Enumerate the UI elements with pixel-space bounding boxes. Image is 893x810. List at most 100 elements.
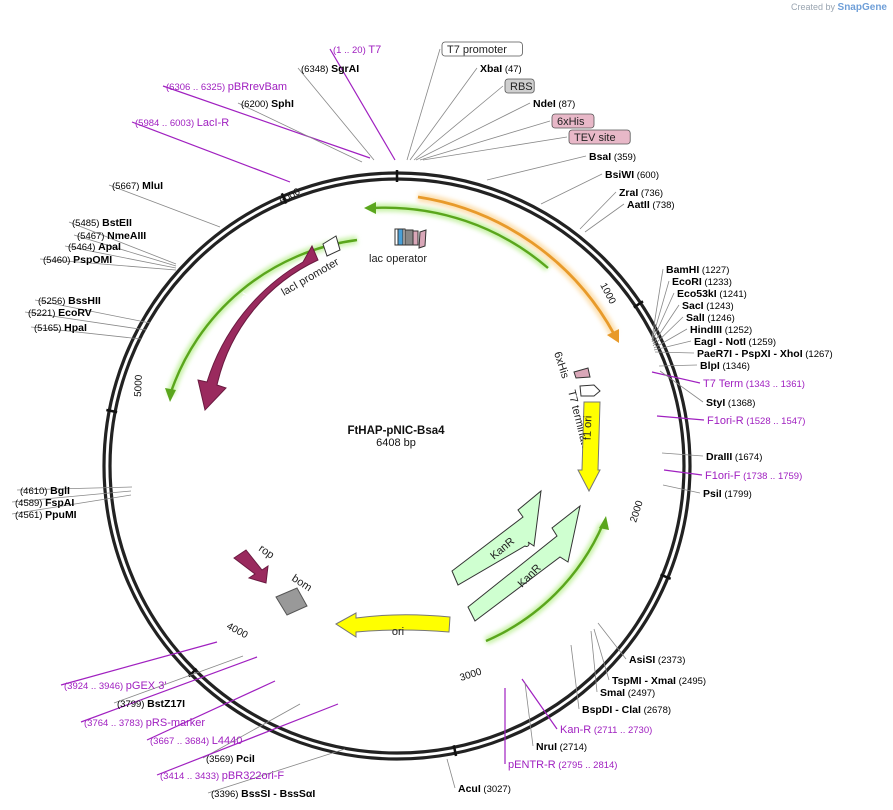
leader-line — [202, 703, 301, 759]
leader-line — [415, 102, 531, 161]
leader-line — [34, 299, 151, 324]
rop-feature — [233, 549, 269, 584]
enzyme-label: EagI - NotI (1259) — [694, 336, 776, 348]
enzyme-label: ZraI (736) — [619, 187, 663, 199]
enzyme-label: (5467) NmeAIII — [77, 230, 146, 242]
kanr-feature-2 — [467, 504, 581, 622]
leader-line — [659, 370, 704, 403]
primer-label: (3764 .. 3783) pRS-marker — [84, 717, 205, 729]
enzyme-label: AsiSI (2373) — [629, 654, 685, 666]
tick-label: 2000 — [628, 499, 645, 524]
enzyme-label: AcuI (3027) — [458, 783, 511, 795]
leader-line — [521, 678, 558, 730]
rop-label: rop — [256, 543, 276, 562]
enzyme-label: XbaI (47) — [480, 63, 522, 75]
feature-box — [441, 41, 523, 57]
enzyme-label: (5221) EcoRV — [28, 307, 92, 319]
primer-label: (3924 .. 3946) pGEX 3' — [64, 680, 166, 692]
enzyme-label: SmaI (2497) — [600, 687, 655, 699]
t7-promoter-feature — [397, 228, 404, 246]
leader-line — [329, 48, 396, 161]
leader-line — [11, 494, 132, 515]
enzyme-label: NdeI (87) — [533, 98, 575, 110]
plasmid-size: 6408 bp — [376, 437, 416, 449]
primer-label: F1ori-R (1528 .. 1547) — [707, 415, 805, 427]
green-arc-lacI — [165, 236, 358, 402]
leader-line — [662, 484, 701, 494]
tick-label: 3000 — [459, 666, 484, 683]
enzyme-label: (3569) PciI — [206, 753, 255, 765]
bom-feature — [275, 587, 308, 616]
rbs-feature — [404, 229, 414, 246]
enzyme-label: (4610) BglI — [20, 485, 70, 497]
credit-prefix: Created by — [790, 2, 836, 12]
enzyme-label: HindIII (1252) — [690, 324, 752, 336]
tev-feature — [418, 229, 427, 249]
orange-arc-orf — [417, 192, 619, 343]
primer-label: (3667 .. 3684) L4440 — [150, 735, 242, 747]
leader-line — [663, 469, 703, 476]
leader-line — [237, 102, 363, 163]
leader-line — [597, 622, 627, 660]
enzyme-label: (5460) PspOMI — [43, 254, 112, 266]
snapgene-credit: Created by SnapGene — [791, 2, 887, 13]
leader-line — [413, 85, 504, 161]
enzyme-label: (4561) PpuMI — [15, 509, 77, 521]
leader-line — [113, 655, 244, 704]
enzyme-label: StyI (1368) — [706, 397, 755, 409]
enzyme-label: DraIII (1674) — [706, 451, 762, 463]
enzyme-label: SacI (1243) — [682, 300, 734, 312]
enzyme-label: AatII (738) — [627, 199, 675, 211]
snapgene-brand: SnapGene — [837, 2, 887, 13]
leader-layer — [11, 48, 705, 794]
t7-terminator-feature — [579, 384, 601, 397]
feature-box-label: 6xHis — [557, 116, 585, 128]
primer-label: Kan-R (2711 .. 2730) — [560, 724, 652, 736]
leader-line — [419, 120, 551, 161]
tick-mark — [660, 573, 672, 580]
lacI-feature — [197, 244, 319, 412]
leader-line — [162, 85, 371, 159]
leader-line — [422, 136, 568, 161]
enzyme-label: TspMI - XmaI (2495) — [612, 675, 706, 687]
leader-line — [68, 221, 177, 265]
leader-line — [652, 316, 684, 347]
enzyme-label: PaeR7I - PspXI - XhoI (1267) — [697, 348, 833, 360]
enzyme-label: BamHI (1227) — [666, 264, 729, 276]
tick-mark — [633, 300, 644, 309]
leader-line — [146, 680, 276, 741]
leader-line — [60, 641, 218, 686]
leader-line — [297, 67, 375, 161]
enzyme-label: (5485) BstEII — [72, 217, 132, 229]
leader-line — [651, 268, 664, 339]
feature-box-label: T7 promoter — [447, 44, 507, 56]
leader-line — [540, 173, 603, 205]
leader-line — [651, 371, 701, 384]
enzyme-label: EcoRI (1233) — [672, 276, 732, 288]
leader-line — [16, 486, 133, 491]
leader-line — [653, 328, 688, 349]
his-tag-c-label: 6xHis — [551, 350, 571, 380]
enzyme-label: (5667) MluI — [112, 180, 163, 192]
feature-box-label: RBS — [510, 81, 533, 93]
leader-line — [73, 234, 177, 267]
feature-box — [568, 129, 631, 145]
primer-label: T7 Term (1343 .. 1361) — [703, 378, 805, 390]
leader-line — [651, 292, 675, 343]
f1-ori-feature — [577, 401, 601, 493]
ori-label: ori — [392, 626, 404, 638]
leader-line — [24, 311, 147, 331]
enzyme-label: (5165) HpaI — [34, 322, 87, 334]
primer-label: (6306 .. 6325) pBRrevBam — [166, 81, 287, 93]
green-arc-top — [364, 202, 551, 272]
feature-box — [504, 78, 535, 94]
leader-line — [30, 326, 142, 340]
primer-label: (5984 .. 6003) LacI-R — [135, 117, 229, 129]
enzyme-label: SalI (1246) — [686, 312, 735, 324]
leader-line — [654, 351, 695, 354]
tick-label: 4000 — [225, 621, 250, 641]
leader-line — [108, 184, 221, 228]
leader-line — [524, 682, 534, 747]
